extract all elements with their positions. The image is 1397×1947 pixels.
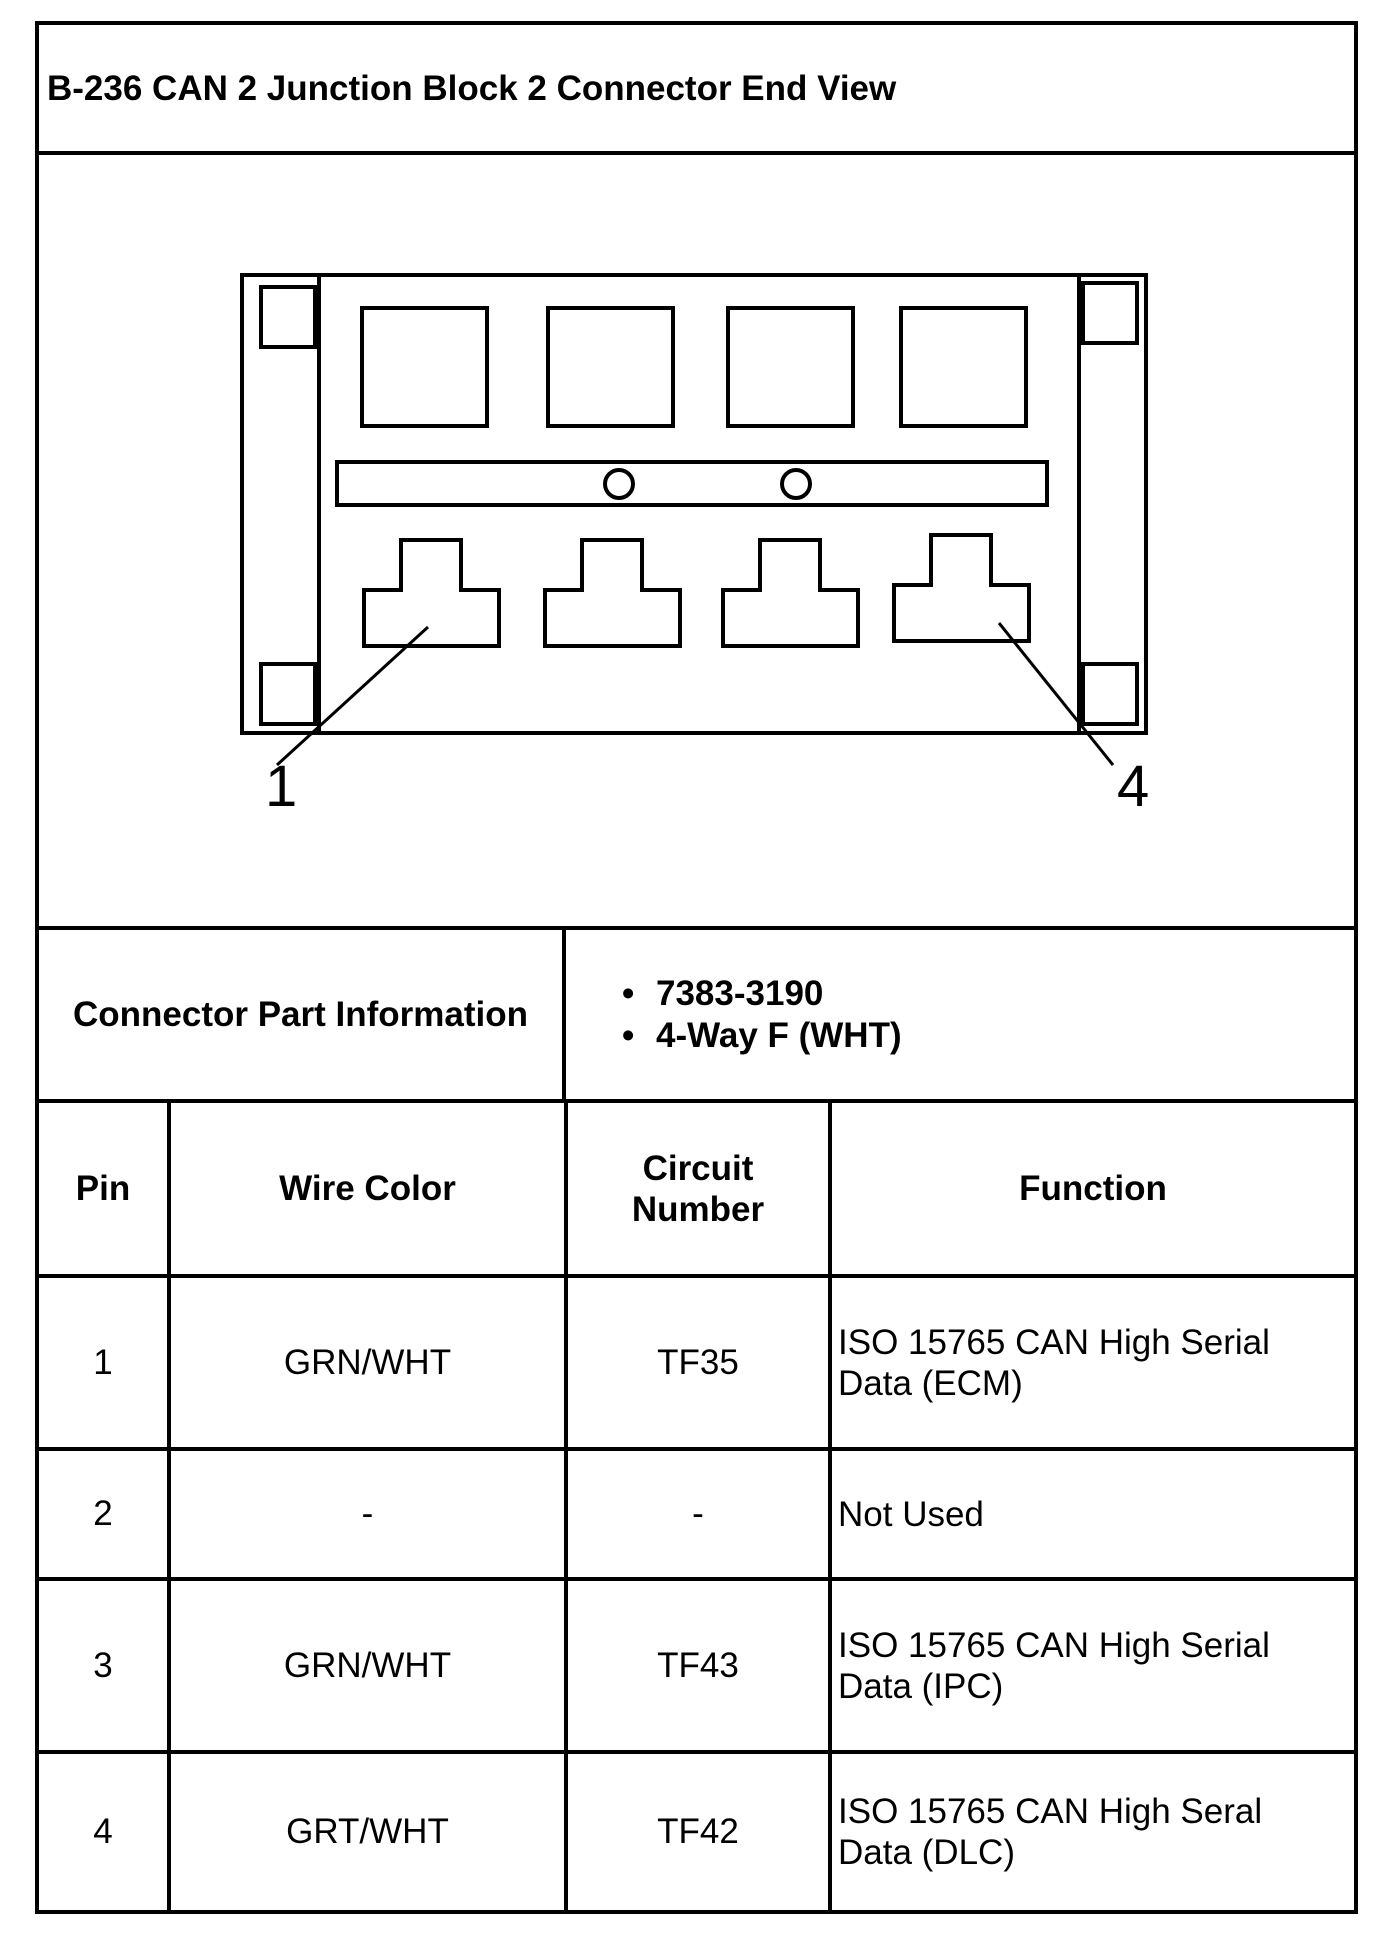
circuit-cell: - <box>564 1447 832 1581</box>
connector-info-label: Connector Part Information <box>39 930 566 1099</box>
wire-color-cell: GRN/WHT <box>167 1577 568 1754</box>
latch-top-left <box>259 285 317 349</box>
upper-cavity-1 <box>360 306 489 428</box>
center-bar <box>335 460 1049 507</box>
connector-housing <box>240 273 1148 735</box>
connector-type-item: • 4-Way F (WHT) <box>622 1015 902 1055</box>
header-wire-color: Wire Color <box>167 1103 568 1278</box>
terminal-cavity-3 <box>721 538 860 648</box>
bullet-icon: • <box>622 1015 635 1055</box>
connector-info-list: • 7383-3190 • 4-Way F (WHT) <box>566 930 1354 1099</box>
function-cell: ISO 15765 CAN High Serial Data (IPC) <box>828 1577 1354 1754</box>
wire-color-cell: GRN/WHT <box>167 1274 568 1451</box>
circuit-cell: TF43 <box>564 1577 832 1754</box>
diagram-panel: 1 4 <box>39 155 1354 930</box>
pin-table: Pin Wire Color Circuit Number Function 1… <box>39 1103 1354 1910</box>
header-pin: Pin <box>39 1103 171 1278</box>
pin-1-label: 1 <box>265 754 297 819</box>
part-number-item: • 7383-3190 <box>622 973 824 1013</box>
pin-cell: 1 <box>39 1274 171 1451</box>
latch-top-right <box>1081 281 1139 345</box>
latch-bottom-right <box>1081 662 1139 726</box>
terminal-cavity-1 <box>362 538 501 648</box>
circuit-cell: TF35 <box>564 1274 832 1451</box>
alignment-hole-2 <box>780 468 812 500</box>
alignment-hole-1 <box>603 468 635 500</box>
pin-cell: 4 <box>39 1750 171 1910</box>
latch-bottom-left <box>259 662 317 726</box>
wire-color-cell: - <box>167 1447 568 1581</box>
table-row: 3 GRN/WHT TF43 ISO 15765 CAN High Serial… <box>39 1577 1354 1754</box>
upper-cavity-4 <box>899 306 1028 428</box>
page-title: B-236 CAN 2 Junction Block 2 Connector E… <box>47 69 897 108</box>
connector-end-view-diagram: 1 4 <box>240 273 1149 819</box>
table-row: 4 GRT/WHT TF42 ISO 15765 CAN High Seral … <box>39 1750 1354 1910</box>
bullet-icon: • <box>622 973 635 1013</box>
pin-1-leader-line <box>275 625 430 767</box>
terminal-cavity-2 <box>543 538 682 648</box>
function-cell: ISO 15765 CAN High Serial Data (ECM) <box>828 1274 1354 1451</box>
table-header-row: Pin Wire Color Circuit Number Function <box>39 1103 1354 1278</box>
connector-sheet: B-236 CAN 2 Junction Block 2 Connector E… <box>35 21 1358 1914</box>
pin-4-label: 4 <box>1117 754 1149 819</box>
circuit-cell: TF42 <box>564 1750 832 1910</box>
function-cell: Not Used <box>828 1447 1354 1581</box>
terminal-cavity-4 <box>892 533 1031 643</box>
function-cell: ISO 15765 CAN High Seral Data (DLC) <box>828 1750 1354 1910</box>
upper-cavity-2 <box>546 306 675 428</box>
pin-cell: 2 <box>39 1447 171 1581</box>
title-row: B-236 CAN 2 Junction Block 2 Connector E… <box>39 25 1354 155</box>
pin-cell: 3 <box>39 1577 171 1754</box>
table-row: 2 - - Not Used <box>39 1447 1354 1581</box>
table-row: 1 GRN/WHT TF35 ISO 15765 CAN High Serial… <box>39 1274 1354 1451</box>
header-function: Function <box>828 1103 1354 1278</box>
upper-cavity-3 <box>726 306 855 428</box>
pin-4-leader-line <box>997 622 1115 766</box>
connector-info-row: Connector Part Information • 7383-3190 •… <box>39 930 1354 1103</box>
header-circuit-number: Circuit Number <box>564 1103 832 1278</box>
wire-color-cell: GRT/WHT <box>167 1750 568 1910</box>
